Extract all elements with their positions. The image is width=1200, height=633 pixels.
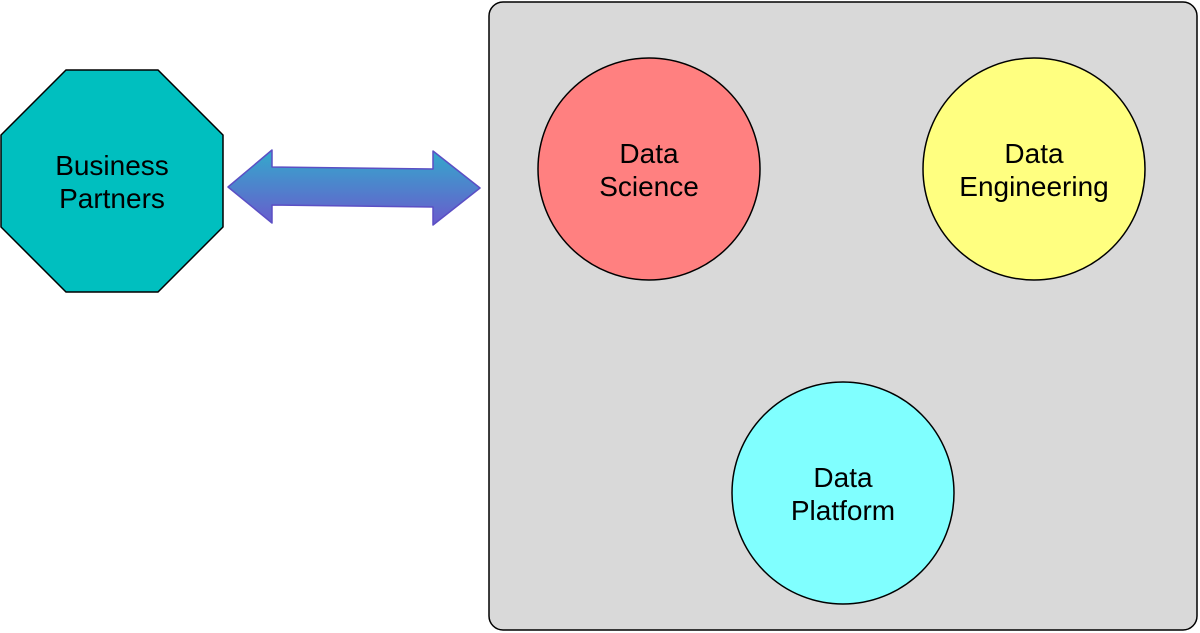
data-engineering-node: Data Engineering (922, 57, 1146, 281)
data-science-label-line1: Data (619, 138, 679, 169)
data-platform-label-line2: Platform (791, 495, 895, 526)
data-platform-label-line1: Data (813, 462, 873, 493)
business-partners-label-line1: Business (55, 150, 169, 181)
business-partners-node: Business Partners (0, 69, 224, 293)
data-platform-circle (731, 381, 955, 605)
data-science-label-line2: Science (599, 171, 699, 202)
data-science-node: Data Science (537, 57, 761, 281)
double-headed-arrow (227, 149, 481, 226)
data-engineering-label-line1: Data (1004, 138, 1064, 169)
business-partners-octagon (0, 69, 224, 293)
data-engineering-label-line2: Engineering (959, 171, 1108, 202)
business-partners-label-line2: Partners (59, 183, 165, 214)
data-platform-node: Data Platform (731, 381, 955, 605)
data-science-circle (537, 57, 761, 281)
data-engineering-circle (922, 57, 1146, 281)
